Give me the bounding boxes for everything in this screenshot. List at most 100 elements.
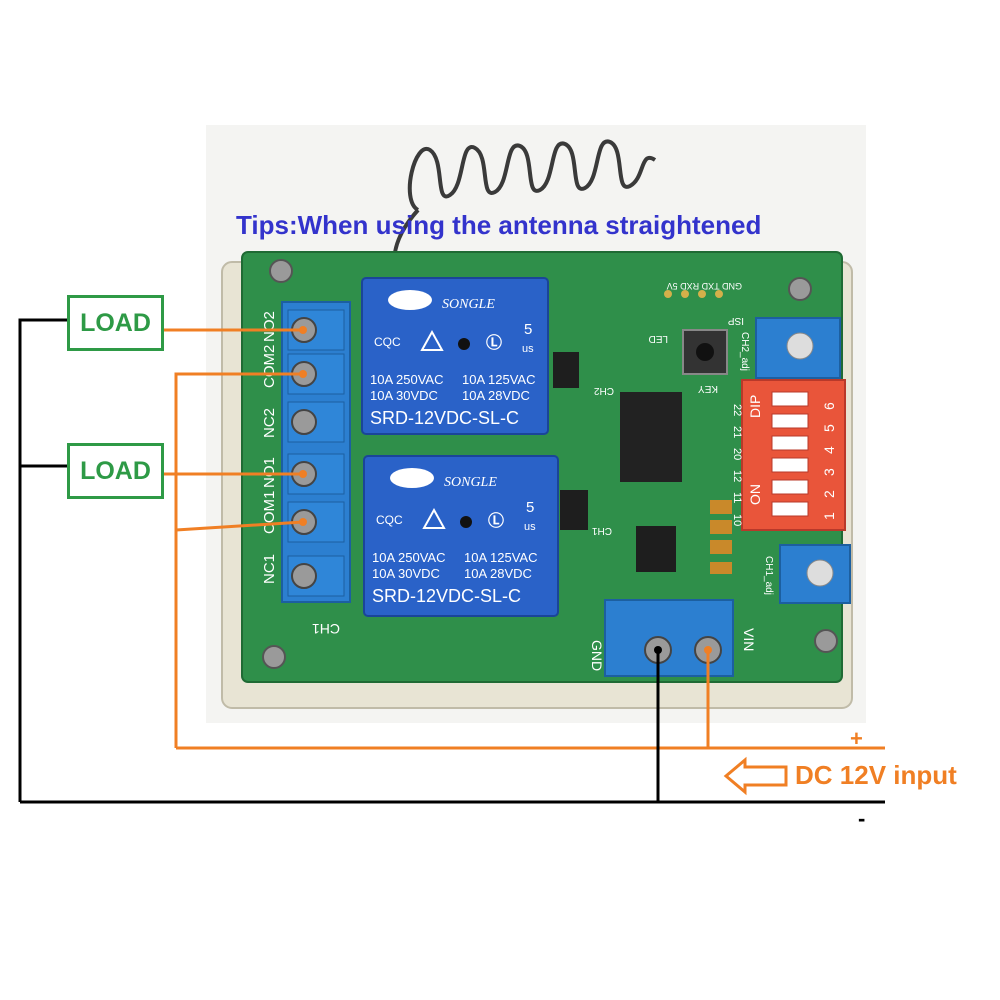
dip-lever-icon	[771, 435, 809, 451]
relay-ul: us	[522, 343, 534, 355]
screw-icon	[262, 645, 286, 669]
ic-chip	[620, 392, 682, 482]
dip-lever-icon	[771, 391, 809, 407]
isp-pins	[664, 290, 723, 298]
potentiometer-ch2	[755, 317, 841, 379]
dip-lever-icon	[771, 457, 809, 473]
capacitors	[710, 500, 732, 574]
wire-load1-return	[18, 318, 67, 802]
tact-switch-button	[696, 343, 714, 361]
relay-cert: CQC	[376, 513, 403, 527]
relay-num: 5	[524, 321, 532, 338]
input-arrow-icon	[723, 756, 788, 796]
relay-body	[361, 277, 549, 435]
label-key: KEY	[698, 383, 718, 394]
side-numbers: 22 21 20 12 11 10	[731, 404, 743, 526]
dip-number: 4	[821, 446, 837, 454]
label-ch2-adj: CH2_adj	[739, 332, 750, 371]
ul-mark-icon: Ⓛ	[486, 333, 502, 352]
plus-sign: +	[850, 726, 863, 751]
relay-rating: 10A 30VDC	[372, 566, 440, 581]
side-number: 11	[731, 492, 743, 503]
dip-numbers: 1 2 3 4 5 6	[821, 402, 837, 520]
orange-wires	[164, 328, 885, 750]
load-box-1: LOAD	[67, 295, 164, 351]
label-ch2: CH2	[594, 385, 614, 396]
songle-logo-icon	[390, 468, 434, 488]
warning-triangle-icon	[420, 329, 444, 351]
label-gnd: GND	[589, 640, 605, 671]
wire-com1	[175, 520, 304, 532]
relay-ul: us	[524, 521, 536, 533]
screw-icon	[788, 277, 812, 301]
dc-input-label: DC 12V input	[795, 760, 957, 790]
dip-lever-icon	[771, 413, 809, 429]
wire-dot-gnd	[654, 646, 662, 654]
relay-hole-icon	[460, 516, 472, 528]
relays: SONGLE CQC Ⓛ 5 us 10A 250VAC 10A 125VAC 10A 30V…	[361, 277, 559, 617]
label-pins: GND TXD RXD 5V	[667, 281, 742, 291]
terminal-screw-icon	[291, 409, 317, 435]
dip-number: 3	[821, 468, 837, 476]
warning-triangle-icon	[422, 507, 446, 529]
label-isp: ISP	[728, 315, 744, 326]
relay-rating: 10A 28VDC	[462, 388, 530, 403]
relay-rating: 10A 30VDC	[370, 388, 438, 403]
relay-brand: SONGLE	[444, 475, 497, 490]
label-ch1-small: CH1	[592, 525, 612, 536]
dip-number: 5	[821, 424, 837, 432]
songle-logo-icon	[388, 290, 432, 310]
terminal-label: COM2	[261, 345, 278, 388]
small-chip	[553, 352, 579, 388]
dip-number: 1	[821, 512, 837, 520]
small-chip	[560, 490, 588, 530]
side-number: 10	[731, 514, 743, 526]
load-box-2: LOAD	[67, 443, 164, 499]
side-number: 21	[731, 426, 743, 438]
relay-body	[363, 455, 559, 617]
relay: SONGLE CQC Ⓛ 5 us 10A 250VAC 10A 125VAC 10A 30V…	[363, 455, 559, 617]
terminal-label: COM1	[261, 491, 278, 534]
terminal-label: NC1	[261, 554, 278, 584]
label-ch1-adj: CH1_adj	[763, 556, 774, 595]
screws	[262, 259, 838, 669]
dip-levers	[771, 391, 809, 517]
dip-number: 6	[821, 402, 837, 410]
terminal-label: NC2	[261, 408, 278, 438]
screw-icon	[814, 629, 838, 653]
relay-num: 5	[526, 499, 534, 516]
antenna-tip: Tips:When using the antenna straightened	[236, 210, 762, 240]
relay-rating: 10A 250VAC	[372, 550, 445, 565]
relay-rating: 10A 125VAC	[462, 372, 535, 387]
relay-rating: 10A 28VDC	[464, 566, 532, 581]
label-led: LED	[649, 333, 668, 344]
label-dip: DIP	[747, 395, 763, 418]
dip-number: 2	[821, 490, 837, 498]
ul-mark-icon: Ⓛ	[488, 511, 504, 530]
wire-com2	[174, 372, 303, 748]
potentiometer-knob-icon	[806, 559, 834, 587]
side-number: 12	[731, 470, 743, 482]
minus-sign: -	[858, 806, 866, 831]
dip-lever-icon	[771, 479, 809, 495]
potentiometer-knob-icon	[786, 332, 814, 360]
relay-rating: 10A 125VAC	[464, 550, 537, 565]
label-ch1-bottom: CH1	[312, 621, 340, 637]
terminal-block-left	[281, 301, 351, 603]
wire-dots	[299, 326, 712, 654]
screw-icon	[269, 259, 293, 283]
terminal-label: NO2	[261, 311, 278, 342]
relay-cert: CQC	[374, 335, 401, 349]
terminal-screw-icon	[291, 563, 317, 589]
side-number: 22	[731, 404, 743, 416]
relay-hole-icon	[458, 338, 470, 350]
black-wires	[18, 318, 885, 804]
relay-model: SRD-12VDC-SL-C	[370, 408, 519, 428]
label-vin: VIN	[741, 628, 757, 651]
side-number: 20	[731, 448, 743, 460]
dip-lever-icon	[771, 501, 809, 517]
relay-brand: SONGLE	[442, 297, 495, 312]
